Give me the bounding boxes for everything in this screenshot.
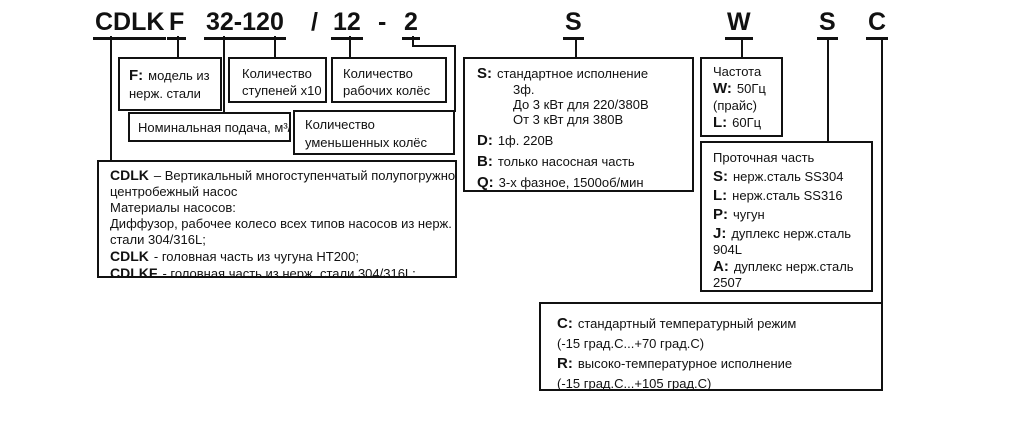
code-token-series: CDLK	[93, 8, 167, 40]
reduced-text-1: Количество	[305, 117, 375, 132]
wetted-text-ss304: нерж.сталь SS304	[733, 169, 844, 184]
power-key-b: B:	[477, 153, 493, 170]
connector-reduced-line-v1	[412, 36, 414, 47]
connector-wetted-line	[827, 38, 829, 142]
material-text-2: нерж. стали	[129, 86, 201, 101]
stages-legend-box: Количество ступеней x10	[228, 57, 327, 103]
frequency-text-50: 50Гц	[736, 81, 766, 96]
wetted-text-duplex2: дуплекс нерж.сталь	[733, 259, 854, 274]
code-token-reduced: 2	[402, 8, 420, 40]
code-token-power: S	[563, 8, 584, 40]
code-token-material: F	[167, 8, 187, 40]
code-token-dash: -	[378, 8, 387, 36]
wetted-key-p: P:	[713, 206, 728, 223]
connector-temp-line	[881, 38, 883, 304]
desc-text-5: стали 304/316L;	[110, 232, 206, 247]
frequency-key-w: W:	[713, 80, 732, 97]
power-text-upto3kw: До 3 кВт для 220/380В	[513, 97, 649, 112]
desc-key-cdlk: CDLK	[110, 167, 149, 183]
temp-key-c: C:	[557, 315, 573, 332]
wetted-key-s: S:	[713, 168, 728, 185]
power-text-d: 1ф. 220В	[497, 133, 554, 148]
frequency-note: (прайс)	[713, 98, 757, 113]
power-text-phases: 3ф.	[513, 82, 535, 97]
desc-key-cdlkf: CDLKF	[110, 265, 158, 278]
connector-impellers-line	[349, 36, 351, 57]
flow-rate-legend-box: Номинальная подача, м³/ч	[128, 112, 291, 142]
connector-material-line	[177, 36, 179, 57]
connector-power-line	[575, 38, 577, 58]
power-text-s: стандартное исполнение	[497, 66, 649, 81]
connector-frequency-line	[741, 38, 743, 58]
material-key: F:	[129, 67, 144, 84]
wetted-title: Проточная часть	[713, 150, 815, 165]
frequency-key-l: L:	[713, 114, 728, 131]
temp-range-high: (-15 град.С...+105 град.С)	[557, 376, 712, 391]
power-key-q: Q:	[477, 174, 494, 191]
wetted-text-ss316: нерж.сталь SS316	[732, 188, 843, 203]
code-token-wetted: S	[817, 8, 838, 40]
desc-text-7: - головная часть из нерж. стали 304/316L…	[162, 266, 416, 278]
code-token-slash: /	[311, 8, 318, 36]
wetted-key-a: A:	[713, 258, 729, 275]
desc-text-2: центробежный насос	[110, 184, 238, 199]
wetted-key-j: J:	[713, 225, 727, 242]
connector-series-line	[110, 36, 112, 160]
desc-text-4: Диффузор, рабочее колесо всех типов насо…	[110, 216, 452, 231]
power-variant-box: S: стандартное исполнение 3ф. До 3 кВт дл…	[463, 57, 694, 192]
impellers-legend-box: Количество рабочих колёс	[331, 57, 447, 103]
temperature-mode-box: C: стандартный температурный режим (-15 г…	[539, 302, 883, 391]
code-token-impellers: 12	[331, 8, 363, 40]
wetted-text-904l: 904L	[713, 242, 742, 257]
frequency-box: Частота W: 50Гц (прайс) L: 60Гц	[700, 57, 783, 137]
connector-flowrate-line	[223, 36, 225, 113]
desc-key-cdlk2: CDLK	[110, 248, 149, 264]
wetted-text-duplex1: дуплекс нерж.сталь	[731, 226, 852, 241]
wetted-parts-box: Проточная часть S: нерж.сталь SS304 L: нер…	[700, 141, 873, 292]
wetted-text-iron: чугун	[733, 207, 765, 222]
temp-range-standard: (-15 град.С...+70 град.С)	[557, 336, 705, 351]
power-text-from3kw: От 3 кВт для 380В	[513, 112, 624, 127]
frequency-text-60: 60Гц	[732, 115, 762, 130]
material-legend-box: F: модель из нерж. стали	[118, 57, 222, 111]
impellers-text-2: рабочих колёс	[343, 83, 431, 98]
frequency-title: Частота	[713, 64, 762, 79]
connector-reduced-line-v2	[454, 45, 456, 112]
temp-text-standard: стандартный температурный режим	[577, 316, 797, 331]
series-description-box: CDLK – Вертикальный многоступенчатый полу…	[97, 160, 457, 278]
code-token-frequency: W	[725, 8, 753, 40]
code-token-flow-head: 32-120	[204, 8, 286, 40]
desc-text-1: – Вертикальный многоступенчатый полупогр…	[153, 168, 457, 183]
wetted-key-l: L:	[713, 187, 728, 204]
connector-reduced-line-h	[412, 45, 456, 47]
temp-key-r: R:	[557, 355, 573, 372]
power-key-s: S:	[477, 65, 492, 82]
material-text-1: модель из	[148, 68, 210, 83]
flow-rate-text: Номинальная подача, м³/ч	[138, 120, 291, 135]
reduced-text-2: уменьшенных колёс	[305, 135, 428, 150]
desc-text-3: Материалы насосов:	[110, 200, 236, 215]
reduced-impellers-legend-box: Количество уменьшенных колёс	[293, 110, 455, 155]
impellers-text-1: Количество	[343, 66, 413, 81]
stages-text-1: Количество	[242, 66, 312, 81]
temp-text-high: высоко-температурное исполнение	[577, 356, 793, 371]
wetted-text-2507: 2507	[713, 275, 742, 290]
power-text-q: 3-х фазное, 1500об/мин	[498, 175, 644, 190]
code-token-temp: C	[866, 8, 889, 40]
power-key-d: D:	[477, 132, 493, 149]
desc-text-6: - головная часть из чугуна HT200;	[153, 249, 360, 264]
connector-stages-line	[274, 36, 276, 57]
stages-text-2: ступеней x10	[242, 83, 322, 98]
power-text-b: только насосная часть	[497, 154, 635, 169]
